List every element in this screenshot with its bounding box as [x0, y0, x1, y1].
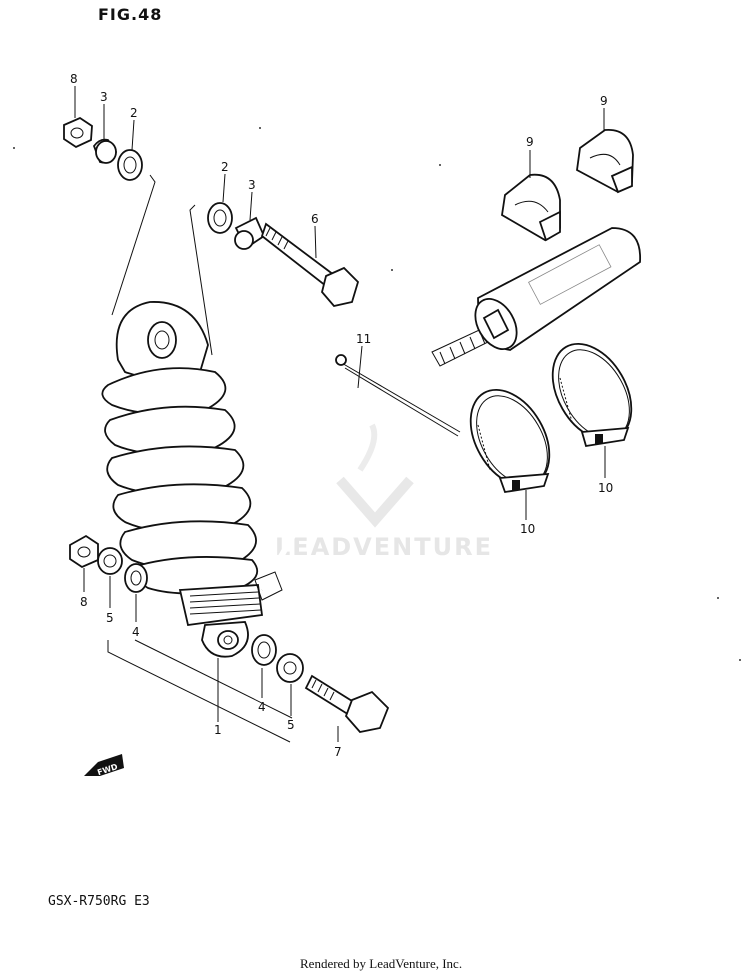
- watermark-text: LEADVENTURE: [275, 533, 493, 561]
- top-washer-2: [117, 149, 143, 181]
- reservoir-canister: [474, 227, 641, 351]
- callout-labels: 8 3 2 2 3 6 9 9 11 10 10 8 5 4 1 4 5 7: [70, 72, 613, 759]
- callout-2-mid: 2: [221, 160, 229, 174]
- callout-4-right: 4: [258, 700, 266, 714]
- shock-absorber: [101, 301, 264, 658]
- top-spacer-3: [92, 138, 117, 164]
- callout-11: 11: [356, 332, 371, 346]
- top-nut: [63, 116, 93, 149]
- top-bolt-6: [260, 222, 360, 307]
- model-code: GSX-R750RG E3: [48, 894, 150, 909]
- callout-9-right: 9: [600, 94, 608, 108]
- shock-lower-threads: [189, 591, 262, 615]
- callout-4-left: 4: [132, 625, 140, 639]
- bottom-spacer-5b: [276, 653, 304, 683]
- bottom-nut: [69, 534, 99, 569]
- callout-5-right: 5: [287, 718, 295, 732]
- clamp-rubber-left: [501, 173, 561, 242]
- callout-7: 7: [334, 745, 342, 759]
- callout-1: 1: [214, 723, 222, 737]
- callout-8-bottom: 8: [80, 595, 88, 609]
- hose-clamp-left: [469, 388, 551, 494]
- top-spacer-3b: [234, 216, 266, 250]
- callout-10-right: 10: [598, 481, 613, 495]
- callout-10-left: 10: [520, 522, 535, 536]
- callout-9-left: 9: [526, 135, 534, 149]
- clamp-rubber-right: [576, 129, 634, 194]
- bottom-washer-4b: [251, 634, 277, 666]
- callout-3-mid: 3: [248, 178, 256, 192]
- callout-6: 6: [311, 212, 319, 226]
- callout-5-left: 5: [106, 611, 114, 625]
- scan-specks: [13, 127, 741, 661]
- top-washer-2b: [207, 202, 233, 234]
- footer-credit: Rendered by LeadVenture, Inc.: [300, 956, 462, 971]
- bottom-washer-4: [124, 563, 148, 593]
- leader-lines: [74, 86, 606, 743]
- shock-spring: [101, 367, 259, 595]
- bottom-bolt-7: [304, 674, 390, 733]
- callout-3-top: 3: [100, 90, 108, 104]
- hose-clamp-right: [551, 342, 633, 448]
- forward-arrow-icon: FWD: [84, 754, 124, 777]
- watermark-logo: LEADVENTURE: [275, 423, 493, 561]
- figure-title: FIG.48: [98, 5, 162, 24]
- callout-8-top: 8: [70, 72, 78, 86]
- callout-2-top: 2: [130, 106, 138, 120]
- cable-tie: [335, 354, 461, 437]
- bottom-spacer-5: [97, 547, 123, 575]
